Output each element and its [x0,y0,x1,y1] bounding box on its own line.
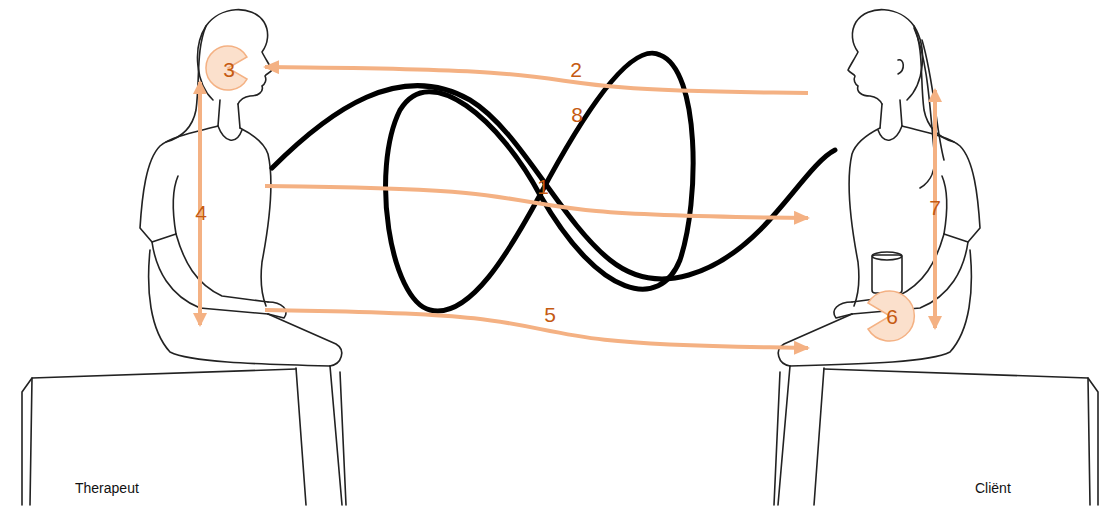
client-figure [774,10,1098,505]
callout-number: 2 [570,58,582,82]
callout-number: 3 [223,58,235,82]
communication-arrow [265,186,808,218]
callout-number: 5 [544,303,556,327]
person-figure: Cliënt [808,0,1120,510]
callout-number: 6 [886,305,898,329]
communication-arrow [265,310,808,348]
person-label: Therapeut [75,480,139,496]
callout-number: 8 [571,103,583,127]
callout-number: 1 [537,175,549,199]
communication-arrow [265,67,808,93]
callout-number: 4 [195,201,207,225]
callout-number: 7 [929,196,941,220]
therapist-figure [22,10,346,505]
head-pie [206,46,247,90]
infinity-curve [272,53,835,311]
person-label: Cliënt [975,480,1011,496]
belly-pie [868,291,914,341]
